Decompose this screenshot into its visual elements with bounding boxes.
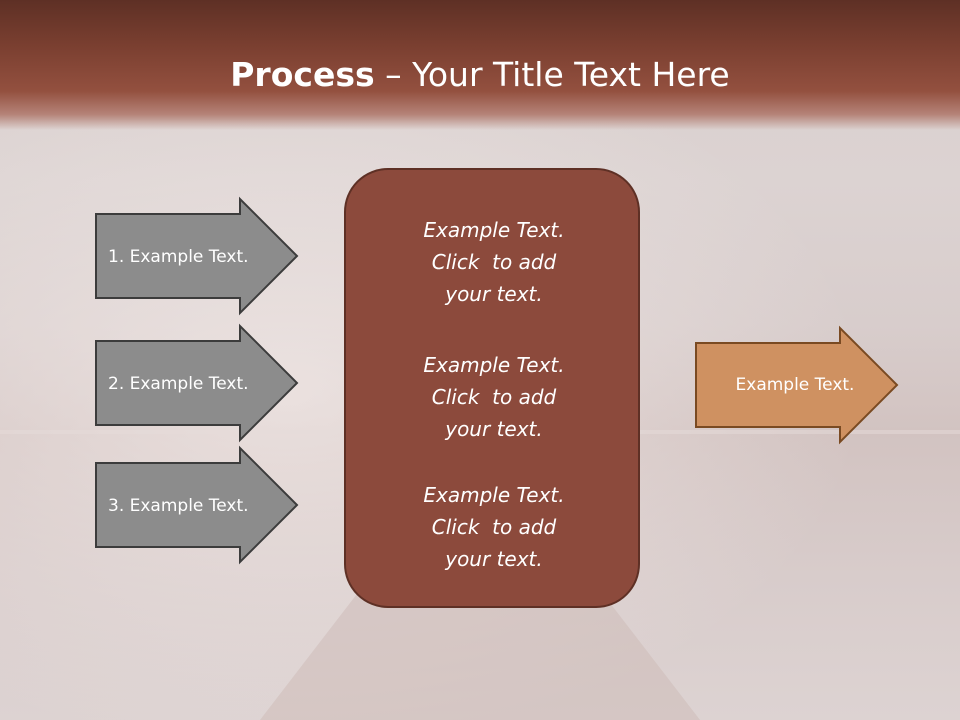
slide-title: Process – Your Title Text Here [0, 50, 960, 100]
output-arrow-label: Example Text. [736, 375, 855, 395]
process-text-block-3[interactable]: Example Text. Click to add your text. [346, 479, 642, 575]
text-line: your text. [445, 417, 543, 441]
input-arrow-label: 2. Example Text. [108, 374, 249, 394]
text-line: your text. [445, 547, 543, 571]
process-box[interactable]: Example Text. Click to add your text. Ex… [344, 168, 640, 608]
input-arrow-2[interactable]: 2. Example Text. [95, 323, 299, 443]
input-arrow-label: 3. Example Text. [108, 496, 249, 516]
input-arrow-label: 1. Example Text. [108, 247, 249, 267]
input-arrow-3[interactable]: 3. Example Text. [95, 445, 299, 565]
title-rest: – Your Title Text Here [374, 55, 730, 94]
input-arrow-1[interactable]: 1. Example Text. [95, 196, 299, 316]
text-line: your text. [445, 282, 543, 306]
text-line: Click to add [431, 385, 557, 409]
text-line: Example Text. [423, 353, 565, 377]
title-bar [0, 0, 960, 130]
title-bold: Process [230, 55, 375, 94]
text-line: Example Text. [423, 483, 565, 507]
process-text-block-2[interactable]: Example Text. Click to add your text. [346, 349, 642, 445]
process-text-block-1[interactable]: Example Text. Click to add your text. [346, 214, 642, 310]
pier-shape [260, 590, 700, 720]
text-line: Example Text. [423, 218, 565, 242]
text-line: Click to add [431, 250, 557, 274]
output-arrow[interactable]: Example Text. [695, 325, 899, 445]
text-line: Click to add [431, 515, 557, 539]
